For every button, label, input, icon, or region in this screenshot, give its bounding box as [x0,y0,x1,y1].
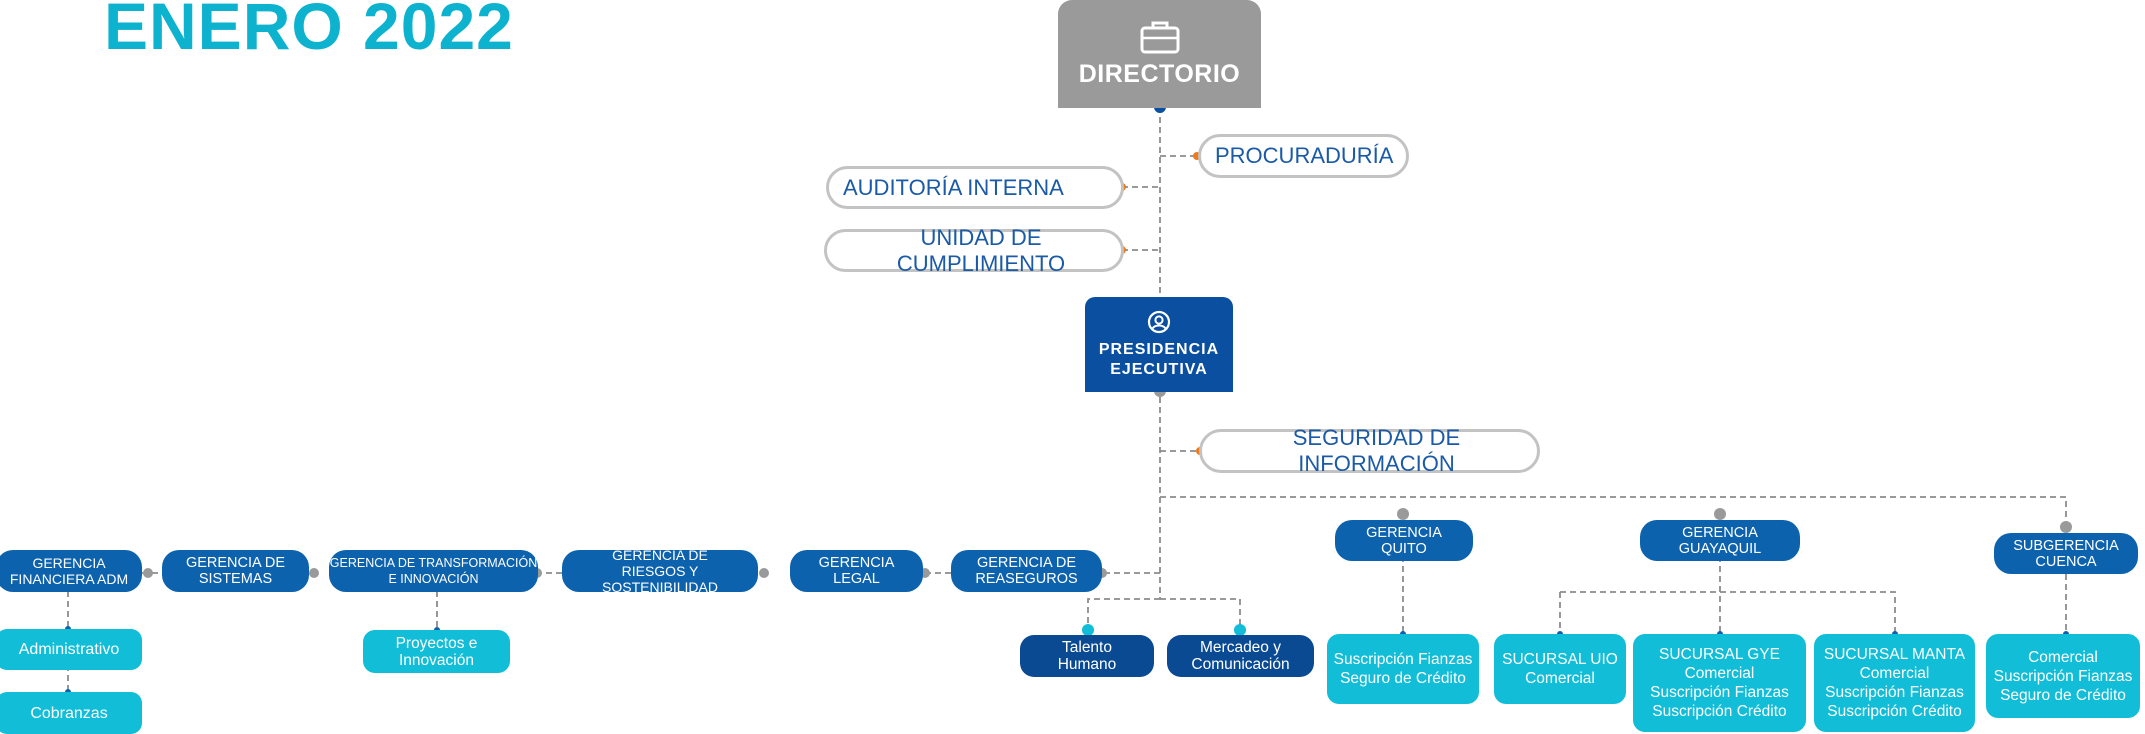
unit-administrativo-label: Administrativo [18,641,120,658]
page-title: ENERO 2022 [104,0,514,63]
presidencia-ejecutiva-label: PRESIDENCIA EJECUTIVA [1098,340,1220,378]
subgerencia-cuenca-label: SUBGERENCIA CUENCA [2013,537,2119,570]
gerencia-guayaquil-label: GERENCIA GUAYAQUIL [1678,524,1762,557]
gerencia-transformacion-innovacion-label: GERENCIA DE TRANSFORMACIÓN E INNOVACIÓN [329,556,538,586]
unit-sucursal-manta-label: SUCURSAL MANTA Comercial Suscripción Fia… [1823,646,1966,720]
directorio-label: DIRECTORIO [1078,59,1241,88]
procuraduria-label: PROCURADURÍA [1215,143,1394,168]
unit-cobranzas[interactable]: Cobranzas [0,692,142,734]
gerencia-quito-box[interactable]: GERENCIA QUITO [1335,520,1473,561]
unit-sucursal-uio[interactable]: SUCURSAL UIO Comercial [1494,634,1626,704]
unit-sucursal-uio-label: SUCURSAL UIO Comercial [1502,651,1618,687]
presidencia-ejecutiva-box[interactable]: PRESIDENCIA EJECUTIVA [1085,297,1233,392]
gerencia-financiera-adm-label: GERENCIA FINANCIERA ADM [9,555,129,587]
briefcase-icon [1140,21,1179,53]
gerencia-guayaquil-box[interactable]: GERENCIA GUAYAQUIL [1640,520,1800,561]
unit-cuenca[interactable]: Comercial Suscripción Fianzas Seguro de … [1986,634,2140,718]
unit-cobranzas-label: Cobranzas [30,704,108,722]
unit-sucursal-gye[interactable]: SUCURSAL GYE Comercial Suscripción Fianz… [1633,634,1806,732]
auditoria-interna-box[interactable]: AUDITORÍA INTERNA [826,166,1124,209]
unit-sucursal-manta[interactable]: SUCURSAL MANTA Comercial Suscripción Fia… [1814,634,1975,732]
unit-administrativo[interactable]: Administrativo [0,629,142,670]
unit-mercadeo-comunicacion[interactable]: Mercadeo y Comunicación [1167,635,1314,677]
gerencia-quito-label: GERENCIA QUITO [1366,524,1442,557]
gerencia-riesgos-sostenibilidad-label: GERENCIA DE RIESGOS Y SOSTENIBILIDAD [602,547,718,595]
seguridad-informacion-label: SEGURIDAD DE INFORMACIÓN [1292,425,1461,476]
directorio-box[interactable]: DIRECTORIO [1058,0,1261,108]
unidad-cumplimiento-label: UNIDAD DE CUMPLIMIENTO [896,224,1066,276]
unit-cuenca-label: Comercial Suscripción Fianzas Seguro de … [1993,648,2133,704]
procuraduria-box[interactable]: PROCURADURÍA [1198,134,1409,178]
gerencia-sistemas-box[interactable]: GERENCIA DE SISTEMAS [162,550,309,592]
unit-proyectos-innovacion[interactable]: Proyectos e Innovación [363,630,510,673]
gerencia-sistemas-label: GERENCIA DE SISTEMAS [185,555,286,587]
unit-quito-suscripcion[interactable]: Suscripción Fianzas Seguro de Crédito [1327,634,1479,704]
user-circle-icon [1147,310,1171,333]
unit-quito-suscripcion-label: Suscripción Fianzas Seguro de Crédito [1333,651,1473,687]
subgerencia-cuenca-box[interactable]: SUBGERENCIA CUENCA [1994,533,2138,574]
gerencia-reaseguros-label: GERENCIA DE REASEGUROS [975,555,1078,587]
auditoria-interna-label: AUDITORÍA INTERNA [843,174,1064,200]
gerencia-legal-box[interactable]: GERENCIA LEGAL [790,550,923,592]
unit-talento-humano-label: Talento Humano [1057,639,1117,673]
unit-sucursal-gye-label: SUCURSAL GYE Comercial Suscripción Fianz… [1650,646,1789,720]
gerencia-transformacion-innovacion-box[interactable]: GERENCIA DE TRANSFORMACIÓN E INNOVACIÓN [329,550,538,592]
gerencia-legal-label: GERENCIA LEGAL [818,555,895,587]
unidad-cumplimiento-box[interactable]: UNIDAD DE CUMPLIMIENTO [824,225,1124,276]
gerencia-reaseguros-box[interactable]: GERENCIA DE REASEGUROS [951,550,1102,592]
unit-talento-humano[interactable]: Talento Humano [1020,635,1154,677]
unit-proyectos-innovacion-label: Proyectos e Innovación [395,634,478,669]
gerencia-riesgos-sostenibilidad-box[interactable]: GERENCIA DE RIESGOS Y SOSTENIBILIDAD [562,547,758,595]
gerencia-financiera-adm-box[interactable]: GERENCIA FINANCIERA ADM [0,550,142,592]
seguridad-informacion-box[interactable]: SEGURIDAD DE INFORMACIÓN [1199,425,1540,476]
unit-mercadeo-comunicacion-label: Mercadeo y Comunicación [1191,639,1290,673]
